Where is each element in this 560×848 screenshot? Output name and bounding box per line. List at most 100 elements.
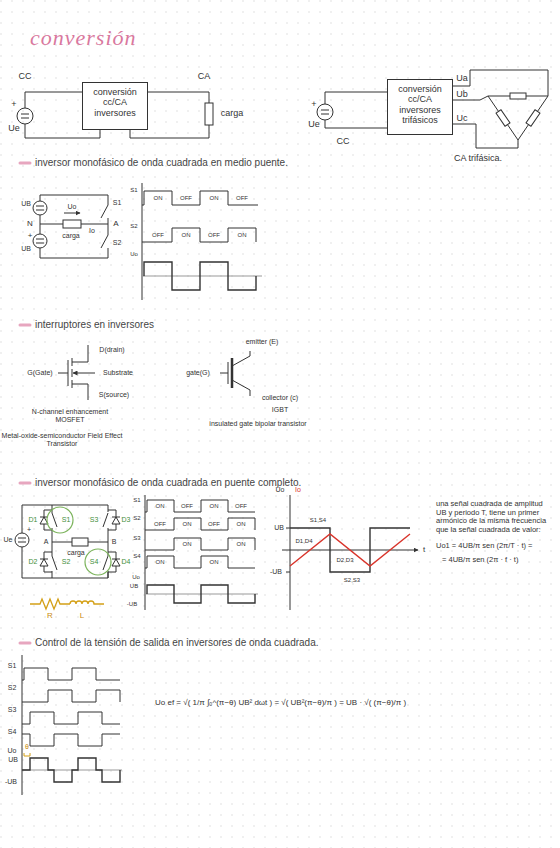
- signal-label: B: [112, 538, 117, 546]
- half-bridge-circuit-stroke: [36, 206, 44, 210]
- signal-label: collector (c): [262, 394, 298, 402]
- three-phase-block-circuit-stroke: [321, 110, 329, 114]
- signal-label: carga: [67, 549, 85, 557]
- signal-label: S1: [8, 662, 17, 670]
- full-bridge-circuit-stroke: [15, 533, 29, 547]
- signal-label: S2: [8, 684, 17, 692]
- mosfet-symbol: [58, 345, 95, 400]
- signal-label: UB: [274, 524, 284, 532]
- igbt-symbol-stroke: [228, 362, 229, 384]
- signal-label: G(Gate): [27, 369, 52, 377]
- voltage-control-waveforms-stroke: [22, 712, 120, 724]
- process-box: conversión cc/CA inversores: [82, 82, 148, 130]
- signal-label: Uo: [130, 251, 138, 258]
- signal-label: S1: [113, 199, 122, 207]
- half-bridge-circuit-stroke: [36, 239, 44, 243]
- output-voltage-current-plot-stroke: [290, 528, 410, 572]
- signal-label: ON: [183, 541, 192, 548]
- signal-label: +: [11, 99, 16, 109]
- mosfet-symbol-stroke: [68, 360, 69, 386]
- device-name: N-channel enhancement MOSFET: [20, 408, 120, 424]
- half-bridge-circuit-stroke: [108, 218, 109, 235]
- single-phase-block-circuit-stroke: [148, 92, 209, 103]
- signal-label: -UB: [127, 601, 137, 608]
- half-bridge-waveforms-stroke: [142, 228, 256, 242]
- box-text: conversión cc/CA inversores trifásicos: [394, 84, 446, 125]
- three-phase-block-circuit-stroke: [510, 93, 526, 99]
- three-phase-block-circuit-stroke: [496, 110, 510, 127]
- annotation: inversor monofásico de onda cuadrada en …: [35, 157, 288, 169]
- signal-label: OFF: [180, 195, 192, 202]
- signal-label: Io: [295, 486, 301, 494]
- signal-label: ON: [210, 195, 219, 202]
- half-bridge-circuit-stroke: [64, 213, 80, 214]
- signal-label: S3: [133, 535, 140, 542]
- mosfet-symbol-stroke: [72, 384, 88, 400]
- igbt-symbol-stroke: [220, 373, 228, 374]
- section-marks-stroke: [20, 324, 30, 327]
- signal-label: S2,S3: [344, 577, 360, 584]
- full-bridge-waveforms: [145, 495, 258, 610]
- full-bridge-circuit-stroke: [52, 542, 72, 543]
- half-bridge-circuit-stroke: [33, 234, 47, 248]
- note-text: una señal cuadrada de amplitud UB y peri…: [436, 500, 554, 535]
- igbt-symbol-stroke: [231, 358, 234, 388]
- signal-label: ON: [183, 521, 192, 528]
- signal-label: OFF: [154, 521, 166, 528]
- annotation: Control de la tensión de salida en inver…: [35, 637, 319, 649]
- single-phase-block-circuit-stroke: [21, 114, 29, 118]
- signal-label: CC: [19, 71, 32, 81]
- annotation: = 4UB/π sen (2π · f · t): [442, 556, 518, 565]
- signal-label: Ub: [456, 89, 468, 99]
- half-bridge-circuit-stroke: [81, 224, 108, 225]
- output-voltage-current-plot-stroke: [290, 534, 410, 566]
- signal-label: S2: [130, 223, 137, 230]
- voltage-control-waveforms-stroke: [22, 668, 120, 680]
- half-bridge-circuit-stroke: [101, 205, 108, 218]
- signal-label: ON: [182, 232, 191, 239]
- signal-label: S4: [8, 728, 17, 736]
- signal-label: ON: [210, 559, 219, 566]
- signal-label: ON: [154, 195, 163, 202]
- signal-label: S1: [62, 516, 71, 524]
- voltage-control-waveforms-stroke: [24, 753, 30, 756]
- signal-label: +: [28, 231, 33, 240]
- three-phase-block-circuit-stroke: [526, 110, 540, 127]
- signal-label: Ue: [308, 119, 320, 129]
- igbt-symbol-stroke: [232, 351, 250, 366]
- signal-label: emitter (E): [246, 338, 279, 346]
- signal-label: OFF: [236, 195, 248, 202]
- signal-label: Substrate: [103, 369, 133, 377]
- conducting-switch-rings-stroke: [85, 549, 111, 575]
- signal-label: Uo: [132, 574, 140, 581]
- signal-label: S4: [133, 553, 140, 560]
- mosfet-symbol-stroke: [58, 373, 68, 374]
- signal-label: S3: [90, 516, 99, 524]
- voltage-control-waveforms-stroke: [22, 655, 23, 795]
- rl-load-symbol: [30, 599, 104, 609]
- signal-label: D1: [29, 516, 38, 524]
- three-phase-block-circuit-stroke: [453, 124, 518, 148]
- full-bridge-waveforms-stroke: [145, 518, 255, 530]
- full-bridge-circuit-stroke: [22, 505, 108, 533]
- mosfet-symbol-stroke: [73, 373, 95, 374]
- signal-label: S2: [133, 515, 140, 522]
- half-bridge-circuit-stroke: [63, 220, 81, 228]
- signal-label: CA trifásica.: [454, 153, 502, 163]
- signal-label: OFF: [181, 503, 193, 510]
- signal-label: S1: [133, 497, 140, 504]
- signal-label: CA: [198, 71, 211, 81]
- signal-label: S(source): [99, 391, 129, 399]
- full-bridge-waveforms-stroke: [147, 585, 255, 603]
- full-bridge-circuit-stroke: [40, 517, 48, 566]
- signal-label: Ue: [8, 123, 20, 133]
- signal-label: t: [423, 545, 425, 554]
- signal-label: CC: [337, 136, 350, 146]
- signal-label: UB: [21, 200, 31, 208]
- half-bridge-circuit-stroke: [40, 248, 108, 258]
- signal-label: R: [47, 611, 53, 620]
- signal-label: A: [44, 538, 49, 546]
- signal-label: S2: [62, 558, 71, 566]
- signal-label: N: [27, 219, 33, 228]
